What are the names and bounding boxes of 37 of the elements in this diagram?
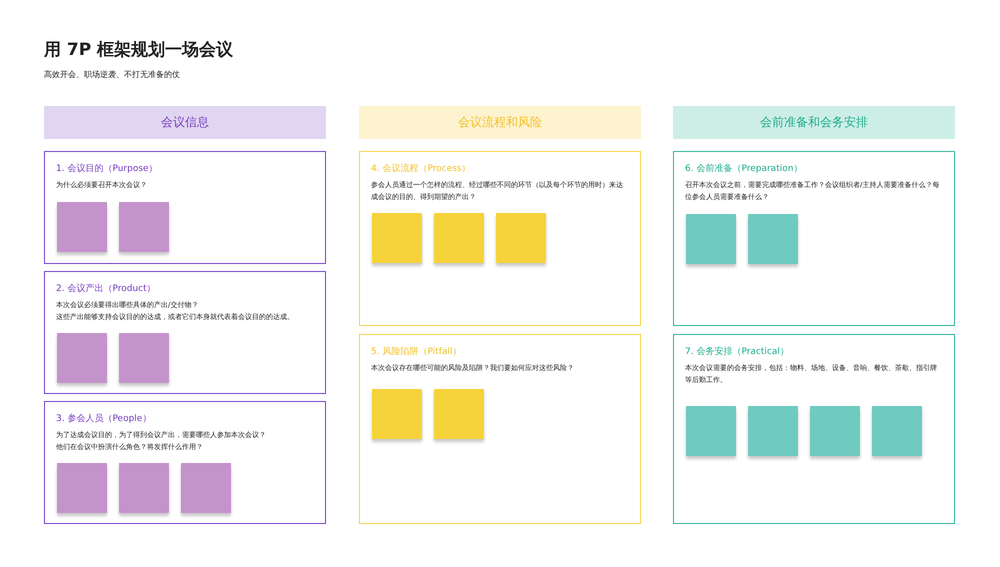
sticky-note <box>119 202 169 252</box>
sticky-note <box>372 213 422 263</box>
card <box>673 334 955 524</box>
sticky-note <box>748 406 798 456</box>
sticky-note <box>57 202 107 252</box>
card <box>44 401 326 524</box>
card-heading: 2. 会议产出（Product） <box>56 282 156 295</box>
section-header: 会议流程和风险 <box>359 106 641 139</box>
section-header: 会议信息 <box>44 106 326 139</box>
sticky-note <box>119 463 169 513</box>
sticky-note <box>57 463 107 513</box>
card <box>44 151 326 264</box>
sticky-note <box>434 389 484 439</box>
subtitle: 高效开会、职场逆袭、不打无准备的仗 <box>44 69 180 80</box>
sticky-note <box>810 406 860 456</box>
sticky-note <box>872 406 922 456</box>
card-heading: 3. 参会人员（People） <box>56 412 152 425</box>
card <box>359 334 641 524</box>
card-heading: 6. 会前准备（Preparation） <box>685 162 802 175</box>
title: 用 7P 框架规划一场会议 <box>44 39 234 61</box>
sticky-note <box>57 333 107 383</box>
card <box>359 151 641 326</box>
card-heading: 7. 会务安排（Practical） <box>685 346 789 358</box>
sticky-note <box>181 463 231 513</box>
card <box>44 271 326 394</box>
card-heading: 4. 会议流程（Process） <box>371 162 471 175</box>
sticky-note <box>119 333 169 383</box>
sticky-note <box>748 214 798 264</box>
section-header: 会前准备和会务安排 <box>673 106 955 139</box>
sticky-note <box>496 213 546 263</box>
card-heading: 1. 会议目的（Purpose） <box>56 162 158 175</box>
sticky-note <box>434 213 484 263</box>
card-heading: 5. 风险陷阱（Pitfall） <box>371 346 462 358</box>
sticky-note <box>686 406 736 456</box>
sticky-note <box>372 389 422 439</box>
sticky-note <box>686 214 736 264</box>
card <box>673 151 955 326</box>
